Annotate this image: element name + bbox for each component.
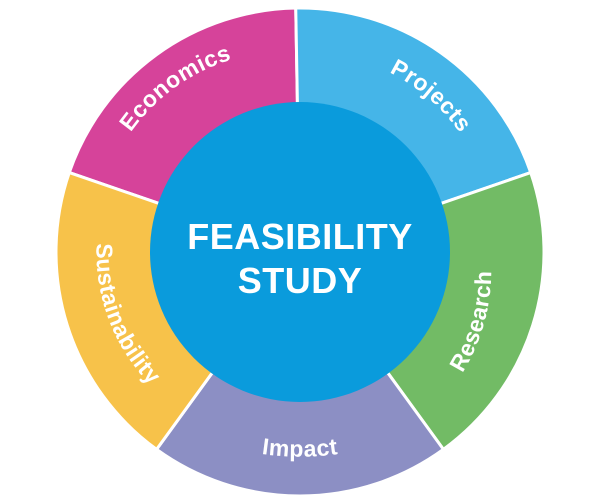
center-circle — [150, 102, 450, 402]
center-title-line1: FEASIBILITY — [187, 216, 413, 257]
center-title-line2: STUDY — [238, 260, 363, 301]
segment-label-impact: Impact — [261, 433, 339, 462]
